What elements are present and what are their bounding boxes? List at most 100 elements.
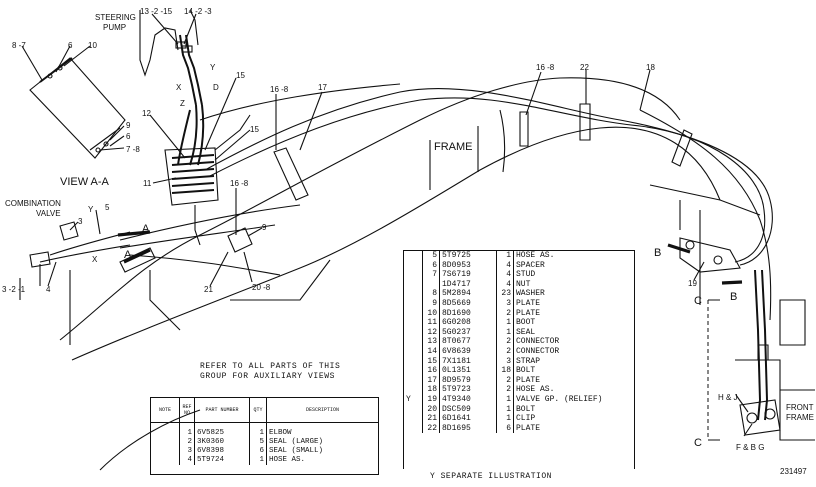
diagram-labels: STEERING PUMP 13 -2 -15 14 -2 -3 8 -7 6 … [2, 7, 814, 476]
cell-note [404, 327, 423, 338]
callout-4: 4 [46, 285, 51, 294]
cell-ref: 13 [422, 337, 440, 347]
cell-ref: 20 [422, 404, 440, 415]
cell-qty: 23 [496, 289, 514, 299]
callout-15a: 15 [236, 71, 245, 80]
cell-note [404, 251, 423, 261]
cell-part-number: 5T9724 [194, 456, 250, 465]
cell-ref: 1 [179, 429, 195, 438]
cell-description: CLIP [516, 414, 536, 424]
section-a-lower: A [124, 249, 132, 261]
cell-note [404, 346, 423, 357]
callout-16-8a: 16 -8 [270, 85, 289, 94]
cell-qty: 3 [496, 356, 514, 367]
cell-part-number: 4T9340 [439, 394, 497, 405]
cell-part-number: 6V5825 [194, 429, 250, 438]
callout-y1: Y [210, 63, 216, 72]
cell-qty: 2 [496, 385, 514, 395]
cell-ref: 6 [422, 260, 440, 271]
cell-note [151, 456, 180, 465]
header-description: DESCRIPTION [266, 398, 378, 423]
cell-part-number: 8D0953 [439, 260, 497, 271]
callout-y2: Y [88, 205, 94, 214]
cell-description: HOSE AS. [516, 385, 555, 395]
frame-outline [19, 77, 815, 471]
cell-part-number: 6D1641 [439, 414, 497, 424]
cell-part-number: 6G0208 [439, 318, 497, 328]
cell-note [404, 366, 423, 376]
cell-qty: 1 [249, 429, 267, 438]
leader-lines [21, 13, 753, 437]
callout-17: 17 [318, 83, 327, 92]
cell-qty: 4 [496, 270, 514, 280]
cell-description: NUT [516, 279, 531, 289]
combination-valve-label-2: VALVE [36, 209, 61, 218]
cell-description: SPACER [516, 260, 545, 270]
cell-note [404, 375, 423, 386]
front-frame-label-2: FRAME [786, 413, 814, 422]
cell-note [404, 414, 423, 424]
callout-10: 10 [88, 41, 97, 50]
cell-part-number: 0L1351 [439, 366, 497, 376]
table-row: 2 3K0360 5 SEAL (LARGE) [151, 438, 378, 447]
cell-note [404, 289, 423, 299]
cell-description: STUD [516, 270, 536, 280]
header-part-number: PART NUMBER [194, 398, 250, 423]
section-a-upper: A [142, 223, 150, 235]
header-note: NOTE [151, 398, 180, 423]
view-aa-bracket [29, 57, 126, 159]
cell-description: SEAL (SMALL) [269, 447, 324, 455]
cell-note [151, 429, 180, 438]
cell-part-number: 8D9579 [439, 375, 497, 386]
cell-ref: 19 [422, 394, 440, 405]
callout-z1: Z [180, 99, 185, 108]
parts-list-left: NOTE REF NO PART NUMBER QTY DESCRIPTION … [150, 397, 379, 475]
parts-table-left: NOTE REF NO PART NUMBER QTY DESCRIPTION … [151, 398, 378, 465]
callout-6b: 6 [126, 132, 131, 141]
callout-16-8c: 16 -8 [230, 179, 249, 188]
cell-description: PLATE [516, 375, 541, 385]
cell-description: BOLT [516, 404, 536, 414]
table-row: 3 6V8398 6 SEAL (SMALL) [151, 447, 378, 456]
illustration-number: 231497 [780, 467, 807, 476]
section-c-bottom: C [694, 437, 702, 449]
cell-qty: 4 [496, 279, 514, 290]
callout-3-2-1: 3 -2 -1 [2, 285, 26, 294]
callout-9: 9 [126, 121, 131, 130]
cell-qty: 3 [496, 298, 514, 309]
cell-description: CONNECTOR [516, 337, 560, 347]
frame-label: FRAME [434, 141, 473, 153]
cell-description: VALVE GP. (RELIEF) [516, 394, 603, 404]
cell-ref: 16 [422, 366, 440, 376]
cell-part-number: 7S6719 [439, 270, 497, 280]
cell-ref: 3 [179, 447, 195, 456]
cell-part-number: 6V8398 [194, 447, 250, 456]
cell-ref: 9 [422, 298, 440, 309]
callout-3: 3 [78, 217, 83, 226]
refer-note-line-1: REFER TO ALL PARTS OF THIS [200, 362, 341, 371]
section-arrows [117, 230, 743, 441]
cell-qty: 6 [249, 447, 267, 456]
combination-valve-label-1: COMBINATION [5, 199, 61, 208]
cell-part-number: 5G0237 [439, 327, 497, 338]
cell-part-number: 5M2894 [439, 289, 497, 299]
section-b-right: B [730, 291, 737, 303]
view-aa-label: VIEW A-A [60, 176, 110, 188]
table-row: 1 6V5825 1 ELBOW [151, 429, 378, 438]
callout-f-b-g: F & B G [736, 443, 764, 452]
cell-description: STRAP [516, 356, 541, 366]
